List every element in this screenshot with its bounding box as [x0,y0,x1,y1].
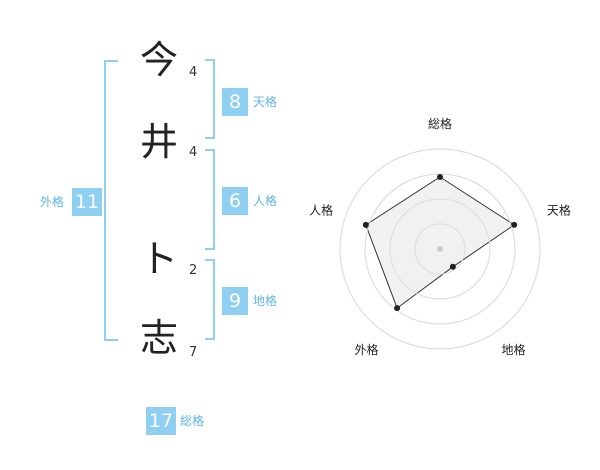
tenkaku-bracket [205,59,215,139]
gaikaku-label: 外格 [40,195,65,209]
name-char-1: 今 [140,38,179,82]
chikaku-label: 地格 [253,294,278,308]
jinkaku-bracket [205,149,215,250]
gaikaku-bracket [104,60,118,341]
name-char-2: 井 [140,120,179,164]
radar-point-5 [362,221,369,228]
stroke-count-2: 4 [189,145,198,160]
radar-axis-label-4: 外格 [354,342,378,357]
name-char-4: 志 [140,316,179,360]
radar-point-2 [511,221,518,228]
radar-series [339,148,541,350]
gaikaku-value: 11 [72,188,102,216]
radar-axis-label-5: 人格 [309,202,333,217]
radar-ring-overlay [339,148,541,350]
chikaku-value: 9 [222,287,248,315]
tenkaku-label: 天格 [253,95,278,109]
radar-axis-label-3: 地格 [501,342,525,357]
soukaku-value: 17 [146,407,176,435]
chikaku-bracket [205,259,215,340]
stroke-count-3: 2 [189,263,198,278]
jinkaku-label: 人格 [253,194,278,208]
radar-ring-overlay [389,198,491,300]
radar-axis-label-1: 総格 [428,116,452,131]
radar-point-4 [394,305,401,312]
tenkaku-value: 8 [222,88,248,116]
radar-polygon [365,176,516,309]
radar-axis-label-2: 天格 [547,202,571,217]
jinkaku-value: 6 [222,187,248,215]
name-char-3: ト [140,237,179,281]
stroke-count-4: 7 [189,345,198,360]
radar-point-1 [437,174,443,180]
radar-center [437,246,443,252]
stroke-count-1: 4 [189,65,198,80]
soukaku-label: 総格 [180,414,205,428]
radar-point-3 [449,263,456,270]
radar-ring-overlay [414,223,466,275]
